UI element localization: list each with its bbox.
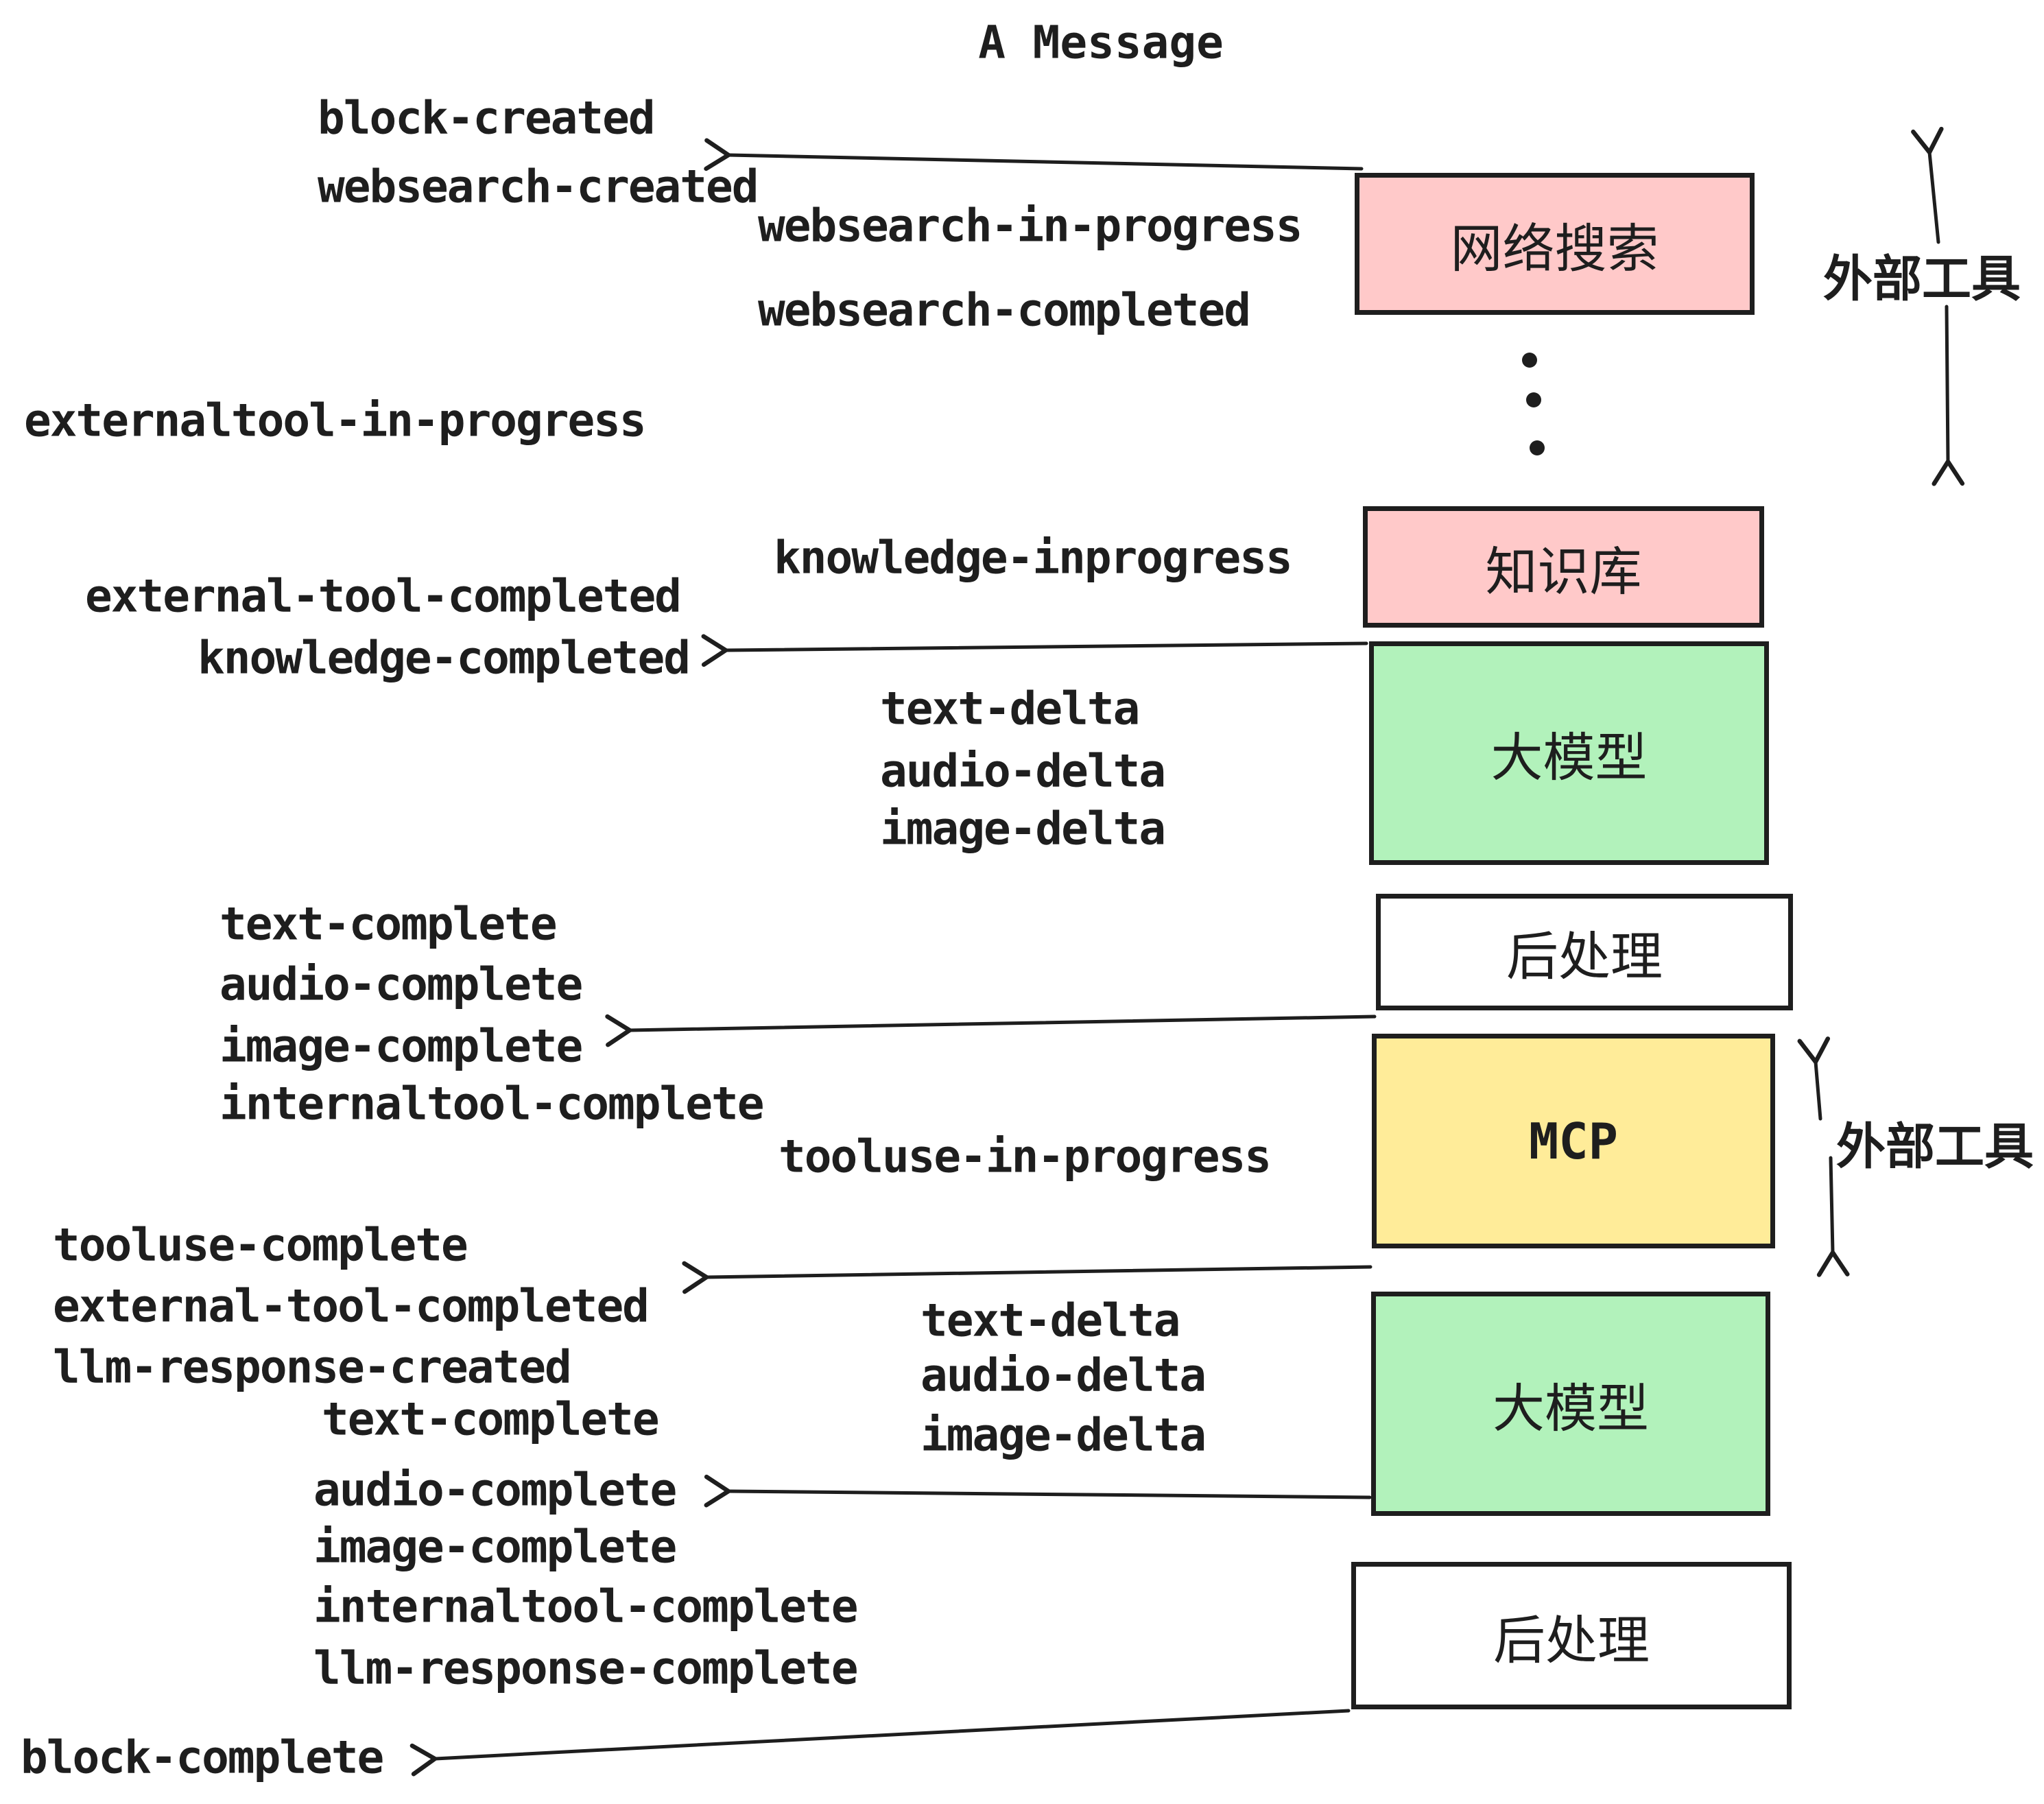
box-mcp-label: MCP [1528, 1112, 1619, 1170]
box-mcp: MCP [1372, 1034, 1775, 1248]
diagram-title: A Message [978, 16, 1224, 69]
event-label-websearch-created: websearch-created [318, 160, 759, 213]
arrow-external-tools-2-up [1797, 1036, 1831, 1121]
box-postprocess-2-label: 后处理 [1493, 1609, 1650, 1671]
box-knowledge-label: 知识库 [1485, 541, 1642, 602]
event-label-text-delta-2: text-delta [920, 1294, 1180, 1347]
event-label-text-delta-1: text-delta [880, 682, 1140, 735]
ellipsis-dots [1522, 353, 1545, 455]
side-label-external-tools-1: 外部工具 [1823, 250, 2021, 308]
event-label-tooluse-complete: tooluse-complete [53, 1218, 468, 1272]
ellipsis-dot-3 [1530, 440, 1545, 455]
event-label-llm-response-complete: llm-response-complete [313, 1641, 858, 1695]
box-knowledge: 知识库 [1363, 506, 1764, 628]
event-label-image-delta-1: image-delta [880, 802, 1166, 855]
box-llm-2: 大模型 [1371, 1292, 1770, 1516]
side-label-external-tools-2: 外部工具 [1836, 1117, 2034, 1176]
event-label-websearch-completed: websearch-completed [758, 283, 1251, 337]
event-label-text-complete-1: text-complete [219, 897, 558, 951]
event-label-block-created: block-created [318, 91, 656, 145]
arrow-external-tools-2-down [1816, 1156, 1850, 1277]
event-label-text-complete-2: text-complete [322, 1392, 660, 1446]
arrow-external-tools-1-down [1932, 305, 1965, 486]
event-label-audio-complete-1: audio-complete [219, 958, 583, 1011]
box-postprocess-1: 后处理 [1376, 894, 1793, 1010]
event-label-external-tool-completed: external-tool-completed [85, 569, 682, 623]
event-label-audio-complete-2: audio-complete [313, 1463, 677, 1517]
event-label-internaltool-complete-1: internaltool-complete [219, 1077, 764, 1130]
event-label-audio-delta-1: audio-delta [880, 744, 1166, 798]
event-label-llm-response-created: llm-response-created [53, 1340, 572, 1394]
box-llm-1: 大模型 [1369, 641, 1769, 865]
event-label-image-complete-1: image-complete [219, 1019, 583, 1073]
arrow-external-tools-1-up [1911, 126, 1944, 244]
arrow-llm1-to-knowledge-completed [701, 634, 1368, 667]
event-label-knowledge-inprogress: knowledge-inprogress [774, 531, 1293, 584]
ellipsis-dot-1 [1522, 353, 1537, 368]
arrow-websearch-to-block-created [704, 138, 1364, 171]
arrow-postprocess1-to-image-complete [605, 1014, 1377, 1047]
ellipsis-dot-2 [1526, 392, 1541, 407]
arrow-postprocess2-to-block-complete [409, 1709, 1351, 1777]
event-label-internaltool-complete-2: internaltool-complete [313, 1580, 858, 1633]
event-label-audio-delta-2: audio-delta [920, 1349, 1207, 1402]
box-websearch-label: 网络搜索 [1450, 217, 1659, 279]
event-label-image-delta-2: image-delta [920, 1408, 1207, 1462]
event-label-external-tool-completed-2: external-tool-completed [53, 1279, 650, 1333]
event-label-externaltool-in-progress: externaltool-in-progress [24, 394, 647, 447]
event-label-image-complete-2: image-complete [313, 1520, 677, 1574]
box-postprocess-1-label: 后处理 [1506, 926, 1663, 987]
box-llm-2-label: 大模型 [1493, 1377, 1649, 1439]
event-label-websearch-in-progress: websearch-in-progress [758, 199, 1303, 252]
event-label-tooluse-in-progress: tooluse-in-progress [779, 1130, 1272, 1183]
box-llm-1-label: 大模型 [1490, 727, 1648, 788]
event-label-block-complete: block-complete [21, 1731, 384, 1784]
box-postprocess-2: 后处理 [1351, 1562, 1792, 1709]
box-websearch: 网络搜索 [1355, 173, 1755, 315]
arrow-mcp-to-tooluse-complete [682, 1261, 1372, 1294]
arrow-llm2-to-audio-complete [704, 1474, 1372, 1508]
event-label-knowledge-completed: knowledge-completed [198, 631, 691, 685]
